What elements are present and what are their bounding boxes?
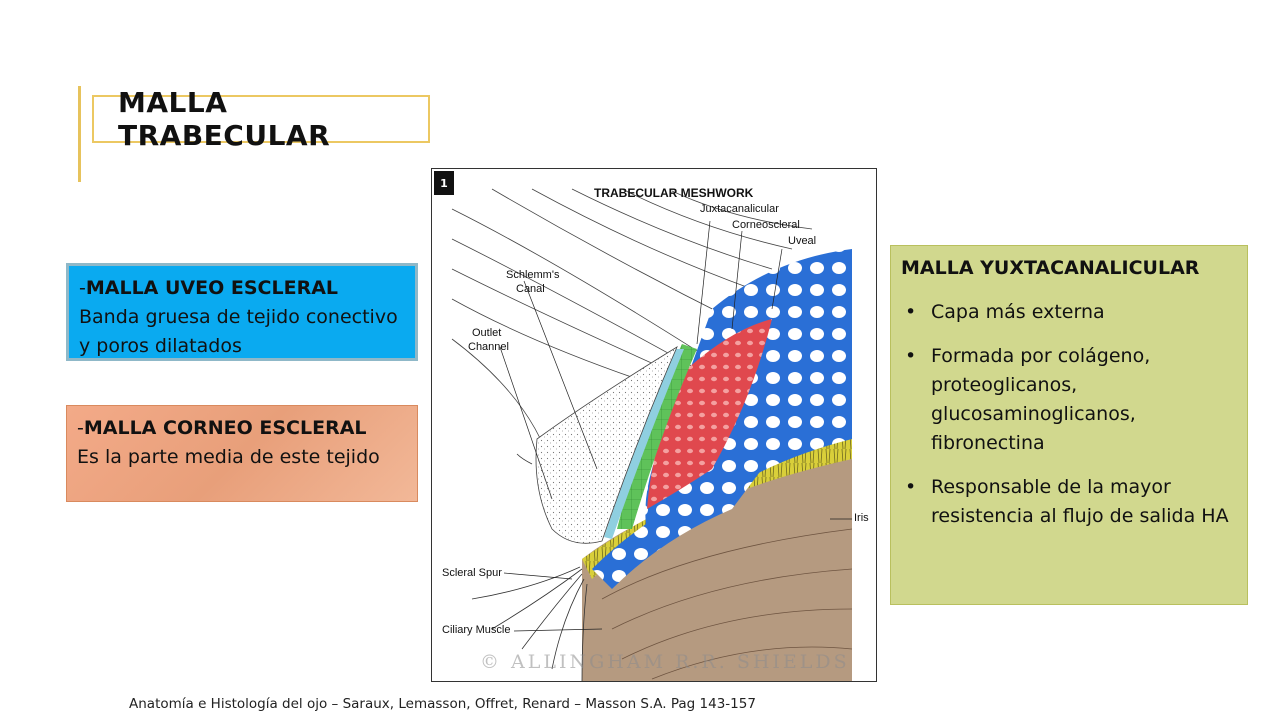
yuxta-bullet-1: Capa más externa [901, 298, 1237, 327]
uveo-heading: MALLA UVEO ESCLERAL [85, 277, 339, 299]
figure-number: 1 [434, 171, 454, 195]
uveo-prefix: - [79, 277, 86, 299]
label-juxtacanalicular: Juxtacanalicular [700, 203, 779, 215]
yuxta-bullet-2: Formada por colágeno, proteoglicanos, gl… [901, 342, 1237, 458]
title-box: MALLA TRABECULAR [92, 86, 430, 152]
figure-title: TRABECULAR MESHWORK [594, 186, 754, 200]
label-schlemm-2: Canal [516, 283, 545, 295]
yuxta-bullet-list: Capa más externa Formada por colágeno, p… [901, 298, 1237, 531]
title-accent-line [78, 86, 81, 182]
uveo-line-2: y poros dilatados [79, 335, 242, 357]
uveo-escleral-box: -MALLA UVEO ESCLERAL Banda gruesa de tej… [66, 263, 418, 361]
corneo-prefix: - [77, 417, 84, 439]
yuxtacanalicular-box: MALLA YUXTACANALICULAR Capa más externa … [890, 245, 1248, 605]
label-schlemm-1: Schlemm's [506, 269, 560, 281]
trabecular-meshwork-figure: 1 TRABECULAR MESHWORK Juxtacanalicular C… [431, 168, 877, 682]
corneo-heading-line: -MALLA CORNEO ESCLERAL [77, 414, 407, 443]
label-outlet-2: Channel [468, 341, 509, 353]
label-scleral-spur: Scleral Spur [442, 567, 502, 579]
label-iris: Iris [854, 512, 869, 524]
uveo-line-1: Banda gruesa de tejido conectivo [79, 306, 398, 328]
meshwork-illustration [451, 188, 853, 681]
figure-watermark: © ALLINGHAM R.R. SHIELDS [480, 651, 850, 673]
label-outlet-1: Outlet [472, 327, 502, 339]
uveo-heading-line: -MALLA UVEO ESCLERAL [79, 274, 405, 303]
sclera-stipple [535, 345, 678, 544]
label-corneoscleral: Corneoscleral [732, 219, 800, 231]
label-uveal: Uveal [788, 235, 817, 247]
corneo-heading: MALLA CORNEO ESCLERAL [83, 417, 367, 439]
schlemm-canal [604, 349, 684, 539]
corneoscleral-meshwork [647, 319, 772, 509]
page-title: MALLA TRABECULAR [118, 86, 331, 152]
yuxta-heading: MALLA YUXTACANALICULAR [901, 257, 1200, 279]
label-ciliary-muscle: Ciliary Muscle [442, 624, 511, 636]
iris-tissue [582, 459, 852, 681]
corneo-line-1: Es la parte media de este tejido [77, 446, 380, 468]
ciliary-band [582, 429, 852, 579]
corneo-escleral-box: -MALLA CORNEO ESCLERAL Es la parte media… [66, 405, 418, 502]
juxtacanalicular-meshwork [617, 344, 697, 529]
yuxta-bullet-3: Responsable de la mayor resistencia al f… [901, 473, 1237, 531]
citation: Anatomía e Histología del ojo – Saraux, … [129, 696, 756, 712]
